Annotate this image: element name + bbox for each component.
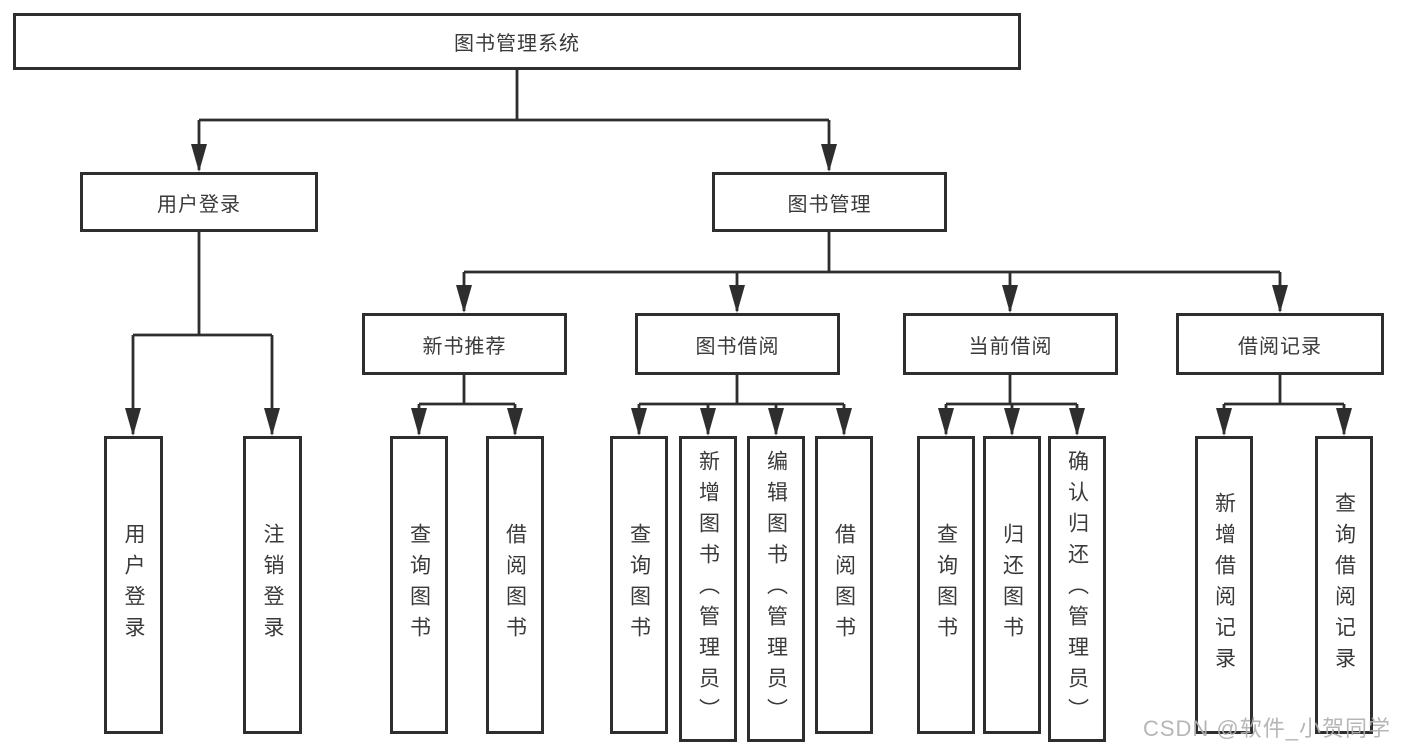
leaf-edit-books-admin: 编辑图书（管理员）: [747, 436, 805, 742]
leaf-add-borrow-record: 新增借阅记录: [1195, 436, 1253, 734]
leaf-confirm-return-admin-label: 确认归还（管理员）: [1065, 449, 1089, 729]
node-user-login: 用户登录: [80, 172, 318, 232]
node-root-label: 图书管理系统: [454, 33, 580, 55]
node-root: 图书管理系统: [13, 13, 1021, 70]
leaf-current-query-books: 查询图书: [917, 436, 975, 734]
node-current-borrow: 当前借阅: [903, 313, 1118, 375]
leaf-confirm-return-admin: 确认归还（管理员）: [1048, 436, 1106, 742]
leaf-borrow-query-books-label: 查询图书: [627, 523, 651, 647]
leaf-current-query-books-label: 查询图书: [934, 523, 958, 647]
leaf-add-borrow-record-label: 新增借阅记录: [1212, 492, 1236, 678]
leaf-user-login-label: 用户登录: [122, 523, 145, 647]
node-new-book-recommend: 新书推荐: [362, 313, 567, 375]
leaf-add-books-admin-label: 新增图书（管理员）: [696, 449, 720, 729]
node-user-login-label: 用户登录: [157, 193, 241, 216]
leaf-recommend-borrow-books: 借阅图书: [486, 436, 544, 734]
leaf-borrow-books-label: 借阅图书: [832, 523, 856, 647]
leaf-recommend-query-books-label: 查询图书: [407, 523, 431, 647]
leaf-logout: 注销登录: [243, 436, 302, 734]
leaf-query-borrow-record: 查询借阅记录: [1315, 436, 1373, 734]
leaf-borrow-books: 借阅图书: [815, 436, 873, 734]
node-borrow-records-label: 借阅记录: [1238, 335, 1322, 358]
node-current-borrow-label: 当前借阅: [968, 335, 1053, 358]
leaf-return-books-label: 归还图书: [1000, 523, 1024, 647]
leaf-query-borrow-record-label: 查询借阅记录: [1332, 492, 1356, 678]
node-book-borrow: 图书借阅: [635, 313, 840, 375]
leaf-return-books: 归还图书: [983, 436, 1041, 734]
leaf-borrow-query-books: 查询图书: [610, 436, 668, 734]
node-book-management-label: 图书管理: [787, 193, 872, 216]
leaf-edit-books-admin-label: 编辑图书（管理员）: [764, 449, 788, 729]
csdn-watermark: CSDN @软件_小贺同学: [1142, 716, 1391, 741]
node-borrow-records: 借阅记录: [1176, 313, 1384, 375]
node-book-management: 图书管理: [712, 172, 947, 232]
leaf-recommend-borrow-books-label: 借阅图书: [503, 523, 527, 647]
leaf-user-login: 用户登录: [104, 436, 163, 734]
node-new-book-recommend-label: 新书推荐: [422, 335, 507, 358]
leaf-recommend-query-books: 查询图书: [390, 436, 448, 734]
leaf-add-books-admin: 新增图书（管理员）: [679, 436, 737, 742]
node-book-borrow-label: 图书借阅: [695, 335, 780, 358]
leaf-logout-label: 注销登录: [261, 523, 284, 647]
arrowhead-icons: [125, 144, 1352, 436]
